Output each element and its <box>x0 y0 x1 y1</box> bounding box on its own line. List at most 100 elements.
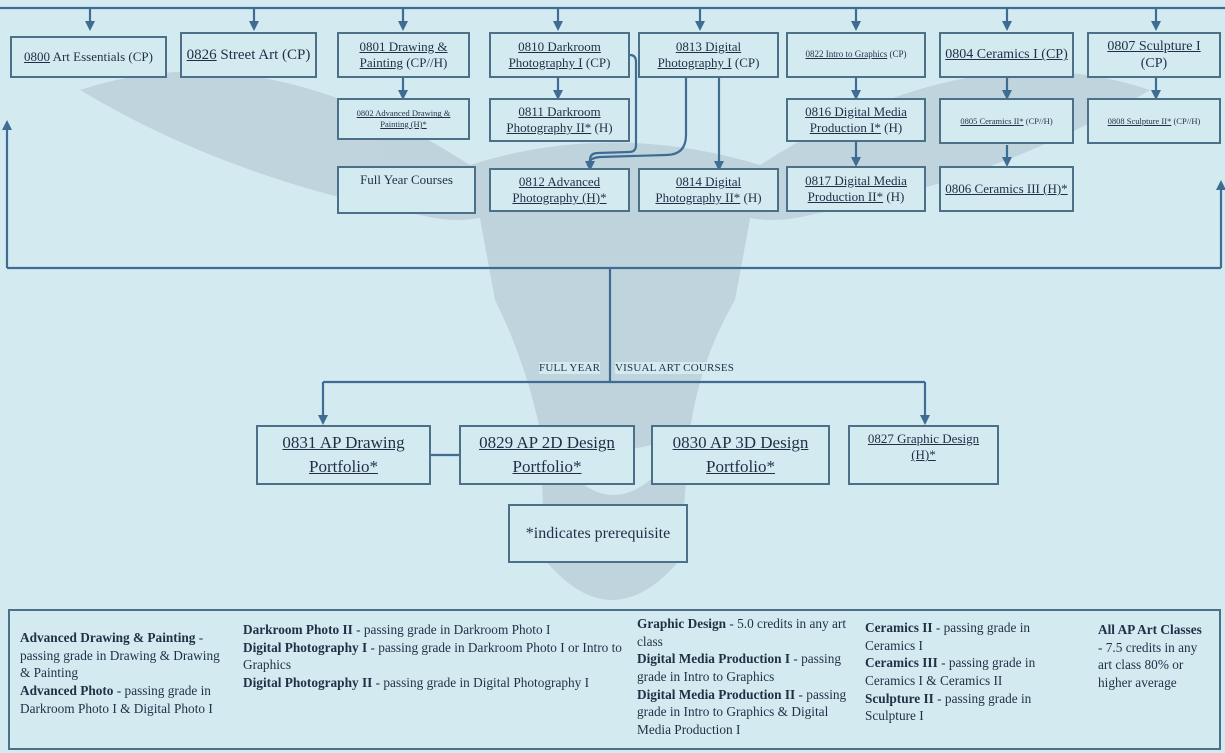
course-title-line2: Photography I <box>657 55 732 70</box>
legend-desc: - passing grade in Darkroom Photo I <box>352 622 551 637</box>
course-title-line1: 0817 Digital Media <box>805 172 907 188</box>
course-level: (CP) <box>582 55 611 70</box>
course-0802-advanced-drawing-painting[interactable]: 0802 Advanced Drawing &Painting (H)* <box>337 98 470 140</box>
legend-term: Digital Media Production I <box>637 651 791 667</box>
course-title-line1: 0829 AP 2D Design <box>479 433 615 453</box>
course-title: 0804 Ceramics I (CP) <box>945 47 1068 63</box>
legend-column-2: Darkroom Photo II - passing grade in Dar… <box>243 621 623 692</box>
course-0826-street-art[interactable]: 0826 Street Art (CP) <box>180 32 317 78</box>
legend-term: Digital Photography II <box>243 675 373 691</box>
legend-desc: - passing grade in Darkroom Photo I & Di… <box>20 683 213 716</box>
legend-term: Advanced Drawing & Painting <box>20 630 196 645</box>
legend-term: Advanced Photo <box>20 683 114 699</box>
course-number: 0826 <box>186 46 217 63</box>
legend-column-3: Graphic Design - 5.0 credits in any art … <box>637 615 847 739</box>
course-title: Art Essentials (CP) <box>50 48 153 64</box>
course-title-line1: 0801 Drawing & <box>359 38 448 54</box>
course-title-line2: Portfolio* <box>706 457 775 476</box>
course-title-line2: (H)* <box>911 447 936 463</box>
course-title-line2: Photography I <box>508 55 583 70</box>
legend-desc: - passing grade in Drawing & Drawing & P… <box>20 630 220 681</box>
course-title-line2: Photography II* <box>506 120 592 135</box>
visual-art-courses-label: VISUAL ART COURSES <box>615 362 735 374</box>
course-number: 0800 <box>24 48 51 64</box>
course-title-line1: 0830 AP 3D Design <box>672 433 809 453</box>
course-title-line1: 0810 Darkroom <box>518 38 601 54</box>
legend-term: Ceramics III <box>865 655 938 671</box>
legend-term: Graphic Design <box>637 616 727 631</box>
course-title: 0822 Intro to Graphics <box>805 49 888 60</box>
course-level: (H) <box>740 190 762 205</box>
full-year-courses-label: Full Year Courses <box>360 172 453 187</box>
legend-column-5: All AP Art Classes - 7.5 credits in any … <box>1098 621 1208 692</box>
course-0827-graphic-design[interactable]: 0827 Graphic Design(H)* <box>848 425 999 485</box>
legend-desc: - passing grade in Intro to Graphics & D… <box>637 686 847 738</box>
prerequisite-legend: Advanced Drawing & Painting - passing gr… <box>8 609 1221 750</box>
course-level: (H) <box>880 120 903 135</box>
prerequisite-note: *indicates prerequisite <box>508 504 688 563</box>
course-title-line2: Photography (H)* <box>512 190 607 205</box>
legend-term: Ceramics II <box>865 620 933 635</box>
course-title-line1: 0812 Advanced <box>518 173 601 189</box>
course-level: (CP) <box>731 55 760 70</box>
legend-term: Darkroom Photo II <box>243 622 353 637</box>
course-level: (CP//H) <box>1171 115 1201 126</box>
course-0806-ceramics-3[interactable]: 0806 Ceramics III (H)* <box>939 166 1074 212</box>
course-level: (CP) <box>1140 56 1168 71</box>
course-level: (CP) <box>887 49 907 60</box>
course-level: (CP//H) <box>402 55 448 70</box>
legend-desc: - passing grade in Digital Photography I <box>372 675 590 691</box>
course-0805-ceramics-2[interactable]: 0805 Ceramics II* (CP//H) <box>939 98 1074 144</box>
legend-desc: - passing grade in Sculpture I <box>865 690 1032 724</box>
prerequisite-note-text: *indicates prerequisite <box>525 524 671 542</box>
legend-term: Digital Media Production II <box>637 686 796 702</box>
course-level: (H) <box>883 189 905 204</box>
course-title-line1: 0831 AP Drawing <box>282 433 405 453</box>
legend-desc: - 5.0 credits in any art class <box>637 616 847 649</box>
legend-column-1: Advanced Drawing & Painting - passing gr… <box>20 629 225 717</box>
course-0822-intro-to-graphics[interactable]: 0822 Intro to Graphics (CP) <box>786 32 926 78</box>
legend-term: All AP Art Classes <box>1098 622 1202 637</box>
course-0807-sculpture-1[interactable]: 0807 Sculpture I (CP) <box>1087 32 1221 78</box>
full-year-courses-box: Full Year Courses <box>337 166 476 214</box>
course-title-line1: 0816 Digital Media <box>805 103 907 119</box>
course-0801-drawing-painting[interactable]: 0801 Drawing &Painting (CP//H) <box>337 32 470 78</box>
legend-desc: - passing grade in Ceramics I <box>865 620 1031 653</box>
legend-desc: - passing grade in Intro to Graphics <box>637 651 842 685</box>
course-0804-ceramics-1[interactable]: 0804 Ceramics I (CP) <box>939 32 1074 78</box>
course-0800-art-essentials[interactable]: 0800 Art Essentials (CP) <box>10 36 167 78</box>
legend-term: Sculpture II <box>865 690 934 706</box>
course-title-line1: 0827 Graphic Design <box>867 431 980 446</box>
course-title-line1: 0802 Advanced Drawing & <box>356 108 451 119</box>
course-title-line2: Painting (H)* <box>380 119 427 129</box>
course-title: Street Art (CP) <box>216 46 311 63</box>
course-title-line1: 0811 Darkroom <box>518 103 601 119</box>
course-title: 0806 Ceramics III (H)* <box>945 180 1068 196</box>
course-title-line2: Portfolio* <box>309 457 378 476</box>
full-year-label: FULL YEAR <box>539 362 601 374</box>
course-title-line2: Portfolio* <box>512 457 582 476</box>
course-0808-sculpture-2[interactable]: 0808 Sculpture II* (CP//H) <box>1087 98 1221 144</box>
course-level: (CP//H) <box>1023 115 1053 126</box>
legend-desc: - 7.5 credits in any art class 80% or hi… <box>1098 639 1198 691</box>
course-level: (H) <box>591 120 613 135</box>
course-title: 0807 Sculpture I <box>1107 38 1201 54</box>
course-title-line1: 0813 Digital <box>675 38 742 54</box>
course-title-line2: Photography II* <box>655 190 741 205</box>
course-title-line2: Production I* <box>809 120 881 135</box>
course-title-line2: Production II* <box>807 189 884 204</box>
legend-desc: - passing grade in Darkroom Photo I or I… <box>243 639 622 673</box>
course-title-line2: Painting <box>359 55 403 70</box>
